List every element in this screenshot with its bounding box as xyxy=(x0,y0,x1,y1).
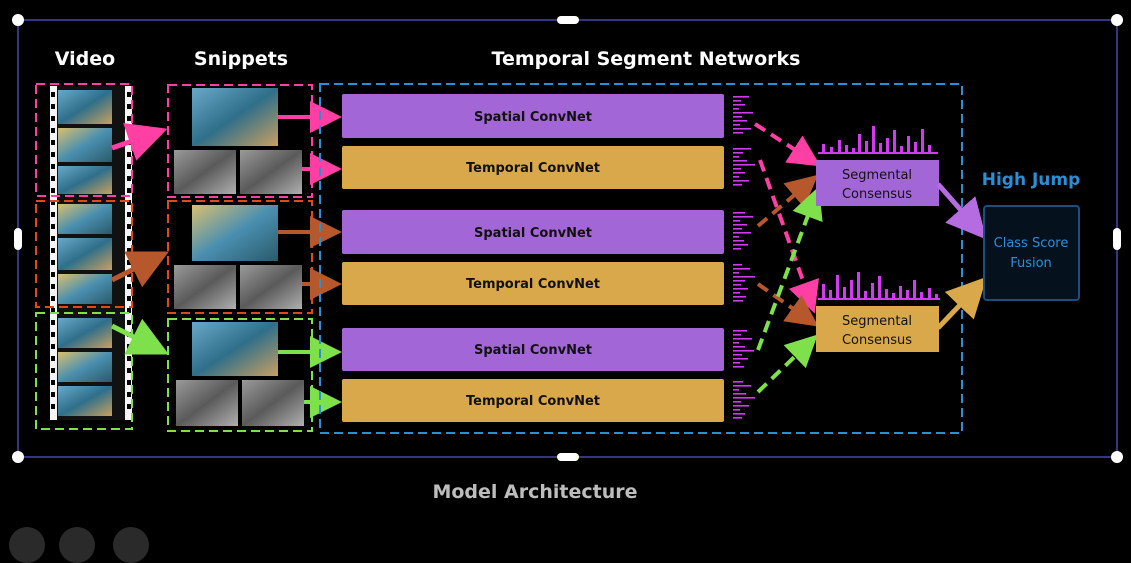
network-spatial-2: Spatial ConvNet xyxy=(342,210,724,254)
consensus-score-plot-2 xyxy=(818,272,940,300)
arrow-net5-to-consensus-1 xyxy=(756,186,823,351)
snippet-flow-3b xyxy=(242,380,304,426)
svg-text:Consensus: Consensus xyxy=(842,187,912,202)
toolbar-button-2[interactable] xyxy=(59,527,95,563)
segment-box-pink xyxy=(35,83,133,197)
heading-video: Video xyxy=(55,48,115,70)
figure-caption: Model Architecture xyxy=(432,481,638,503)
arrow-video-to-snippet-2 xyxy=(110,251,169,288)
segment-box-green xyxy=(35,312,133,430)
toolbar-button-3[interactable] xyxy=(113,527,149,563)
snippet-flow-1b xyxy=(240,150,302,194)
tsn-region xyxy=(319,83,963,434)
svg-text:Temporal ConvNet: Temporal ConvNet xyxy=(466,277,600,292)
svg-text:Segmental: Segmental xyxy=(842,168,912,183)
network-temporal-1: Temporal ConvNet xyxy=(342,146,724,189)
arrow-net3-to-consensus-1 xyxy=(756,174,819,228)
snippet-box-orange xyxy=(167,200,313,314)
toolbar-button-1[interactable] xyxy=(9,527,45,563)
class-score-fusion: Class Score Fusion xyxy=(983,205,1080,301)
snippet-rgb-2 xyxy=(192,205,278,261)
consensus-score-plot-1 xyxy=(818,126,938,154)
svg-text:Spatial ConvNet: Spatial ConvNet xyxy=(474,110,592,125)
snippet-flow-2b xyxy=(240,265,302,309)
snippet-rgb-1 xyxy=(192,88,278,146)
arrow-video-to-snippet-3 xyxy=(110,318,169,355)
arrow-consensus2-to-fusion xyxy=(936,276,987,330)
arrow-net1-to-consensus-1 xyxy=(753,122,821,167)
network-spatial-3: Spatial ConvNet xyxy=(342,328,724,371)
segmental-consensus-2: Segmental Consensus xyxy=(816,306,939,352)
network-temporal-3: Temporal ConvNet xyxy=(342,379,724,422)
snippet-flow-2a xyxy=(174,265,236,309)
segmental-consensus-1: Segmental Consensus xyxy=(816,160,939,206)
snippet-flow-3a xyxy=(176,380,238,426)
selection-frame[interactable] xyxy=(12,14,1123,463)
architecture-diagram: Video Snippets Temporal Segment Networks xyxy=(12,14,1123,463)
arrow-video-to-snippet-1 xyxy=(111,122,168,161)
class-label: High Jump xyxy=(982,170,1081,190)
arrow-consensus1-to-fusion xyxy=(936,182,987,240)
network-temporal-2: Temporal ConvNet xyxy=(342,262,724,305)
snippet-box-pink xyxy=(167,84,313,198)
svg-text:Spatial ConvNet: Spatial ConvNet xyxy=(474,343,592,358)
svg-text:Temporal ConvNet: Temporal ConvNet xyxy=(466,394,600,409)
network-spatial-1: Spatial ConvNet xyxy=(342,94,724,138)
svg-text:Class Score: Class Score xyxy=(994,236,1069,251)
snippet-flow-1a xyxy=(174,150,236,194)
arrow-net6-to-consensus-2 xyxy=(756,334,818,394)
snippet-rgb-3 xyxy=(192,322,278,376)
svg-text:Spatial ConvNet: Spatial ConvNet xyxy=(474,226,592,241)
svg-text:Consensus: Consensus xyxy=(842,333,912,348)
arrow-net2-to-consensus-2 xyxy=(758,159,820,314)
arrow-net4-to-consensus-2 xyxy=(756,282,819,327)
svg-text:Fusion: Fusion xyxy=(1010,256,1052,271)
video-filmstrip xyxy=(50,86,132,420)
heading-snippets: Snippets xyxy=(194,48,288,70)
heading-tsn: Temporal Segment Networks xyxy=(492,48,801,70)
score-histograms xyxy=(733,96,755,419)
snippet-box-green xyxy=(167,318,313,432)
svg-text:Temporal ConvNet: Temporal ConvNet xyxy=(466,161,600,176)
svg-text:Segmental: Segmental xyxy=(842,314,912,329)
